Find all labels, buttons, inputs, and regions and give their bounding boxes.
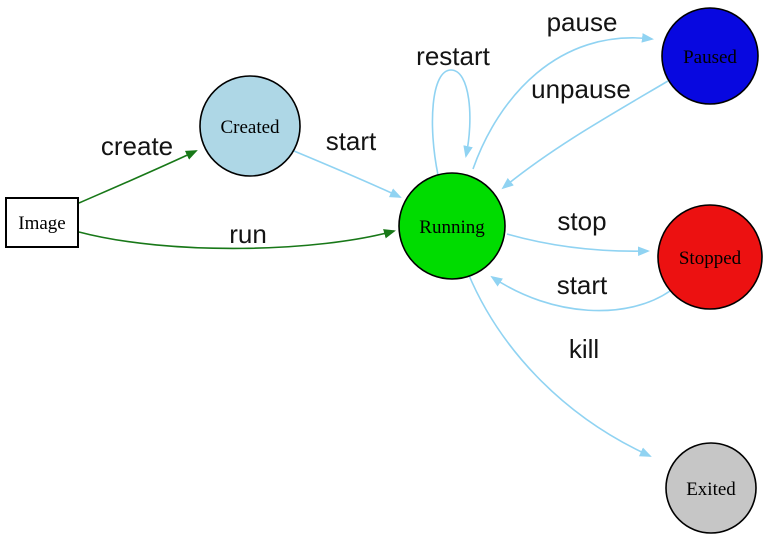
node-paused-shape [661,7,759,105]
edge-pause-arrow [472,33,654,170]
node-exited: Exited [665,442,757,534]
edge-run: run [78,219,396,250]
edge-start-stopped-arrow [490,275,671,312]
edge-start-stopped-label: start [557,270,608,300]
edge-kill-label: kill [569,334,599,364]
edge-run-arrow [78,229,396,250]
edge-restart-arrow [431,69,473,176]
node-paused-label: Paused [683,47,737,68]
edge-unpause: unpause [501,74,669,190]
edge-pause: pause [472,7,654,170]
edge-unpause-label: unpause [531,74,631,104]
edge-start-stopped-running: start [490,270,671,312]
edge-stop-arrow [506,233,650,257]
node-stopped-shape [657,204,763,310]
edge-stop: stop [506,206,650,257]
edge-create-label: create [101,131,173,161]
edge-kill: kill [467,272,652,457]
node-image: Image [5,197,79,248]
edge-restart-label: restart [416,41,490,71]
edge-create-arrow [78,150,198,204]
edge-run-label: run [229,219,267,249]
edge-start-created-running: start [293,126,402,198]
node-image-shape [5,197,79,248]
node-image-label: Image [18,213,65,234]
node-created-shape [199,75,301,177]
node-exited-label: Exited [686,479,736,500]
edge-kill-arrow [467,272,652,457]
edge-create: create [78,131,198,204]
node-created-label: Created [220,117,280,138]
edges-layer: create run start restart pause unpause s… [78,7,671,457]
edge-stop-label: stop [557,206,606,236]
node-running-label: Running [419,217,485,238]
node-running: Running [398,172,506,280]
edge-pause-label: pause [547,7,618,37]
edge-unpause-arrow [501,80,669,190]
node-paused: Paused [661,7,759,105]
node-running-shape [398,172,506,280]
edge-start-created-arrow [293,150,402,198]
node-stopped-label: Stopped [679,248,742,269]
node-stopped: Stopped [657,204,763,310]
nodes-layer: Image Created Running Paused Stopped Exi… [5,7,763,534]
node-created: Created [199,75,301,177]
node-exited-shape [665,442,757,534]
edge-start-created-label: start [326,126,377,156]
edge-restart-self-loop: restart [416,41,491,176]
